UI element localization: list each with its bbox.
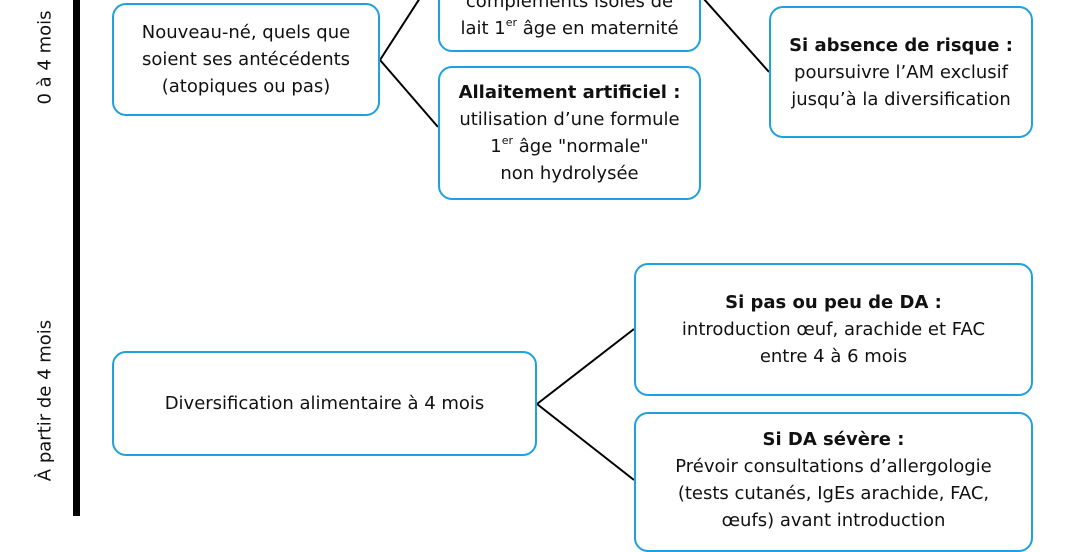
artificial-line-3: non hydrolysée	[500, 163, 639, 184]
connector-diversif-to-da-severe	[536, 403, 635, 481]
connector-diversif-to-pas-da	[536, 328, 635, 405]
box-diversification: Diversification alimentaire à 4 mois	[112, 351, 537, 456]
pas-da-title: Si pas ou peu de DA :	[725, 292, 942, 313]
complements-line-1: compléments isolés de	[465, 0, 674, 12]
complements-line-2: lait 1er âge en maternité	[460, 15, 678, 42]
newborn-line-3: (atopiques ou pas)	[161, 76, 331, 97]
connector-complements-to-no-risk	[703, 0, 770, 73]
artificial-title: Allaitement artificiel :	[458, 82, 681, 103]
box-severe-da: Si DA sévère : Prévoir consultations d’a…	[634, 412, 1033, 552]
pas-da-line-1: introduction œuf, arachide et FAC	[681, 319, 986, 340]
no-risk-line-2: jusqu’à la diversification	[791, 88, 1011, 110]
complements-line-2-sup: er	[505, 16, 518, 29]
da-severe-line-3: œufs) avant introduction	[721, 510, 946, 531]
no-risk-line-1: poursuivre l’AM exclusif	[794, 61, 1008, 83]
complements-line-2-pre: lait 1	[460, 18, 506, 39]
connector-newborn-to-artificial	[379, 59, 439, 128]
box-newborn: Nouveau-né, quels que soient ses antécéd…	[112, 3, 380, 116]
newborn-line-2: soient ses antécédents	[141, 49, 351, 70]
box-no-risk: Si absence de risque : poursuivre l’AM e…	[769, 6, 1033, 138]
da-severe-line-2: (tests cutanés, IgEs arachide, FAC,	[677, 483, 990, 504]
box-no-or-mild-da: Si pas ou peu de DA : introduction œuf, …	[634, 263, 1033, 396]
da-severe-line-1: Prévoir consultations d’allergologie	[675, 456, 992, 477]
newborn-line-1: Nouveau-né, quels que	[141, 22, 351, 43]
box-complements: compléments isolés de lait 1er âge en ma…	[438, 0, 701, 52]
complements-line-2-post: âge en maternité	[517, 18, 679, 39]
timeline-axis	[73, 0, 80, 516]
connector-lines	[379, 0, 770, 481]
diversification-text: Diversification alimentaire à 4 mois	[164, 393, 485, 414]
artificial-line-2-sup: er	[501, 134, 514, 147]
artificial-line-2: 1er âge "normale"	[490, 133, 648, 160]
artificial-line-1: utilisation d’une formule	[459, 109, 680, 130]
connector-newborn-to-complements	[379, 0, 420, 61]
box-artificial-feeding: Allaitement artificiel : utilisation d’u…	[438, 66, 701, 200]
pas-da-line-2: entre 4 à 6 mois	[759, 346, 908, 367]
no-risk-title: Si absence de risque :	[789, 34, 1013, 56]
da-severe-title: Si DA sévère :	[762, 429, 905, 450]
artificial-line-2-pre: 1	[490, 136, 502, 157]
artificial-line-2-post: âge "normale"	[513, 136, 649, 157]
